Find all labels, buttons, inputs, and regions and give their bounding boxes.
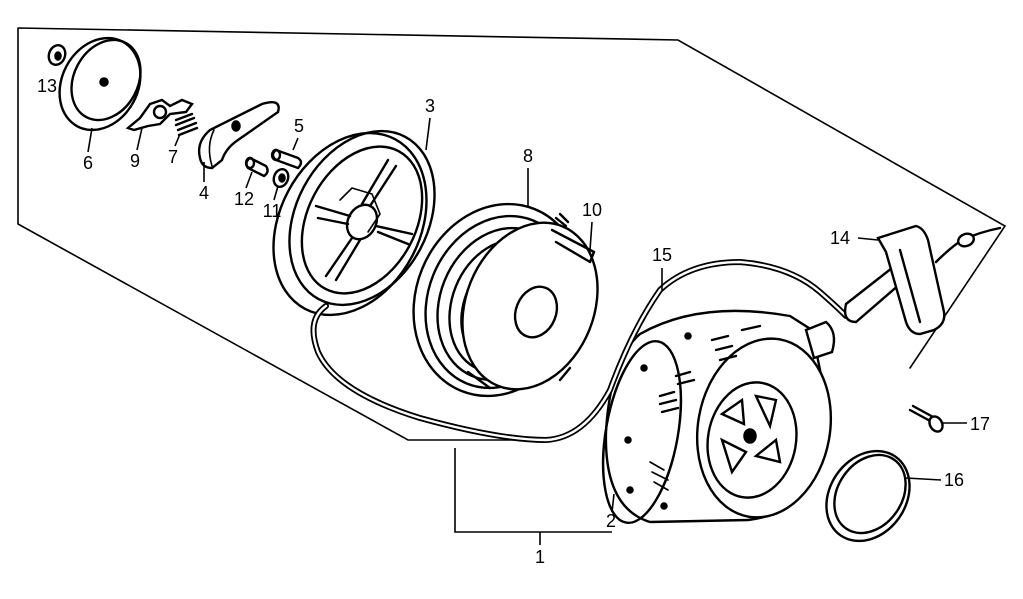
part-2-starter-case (601, 309, 836, 525)
callout-15: 15 (652, 245, 672, 265)
callout-13: 13 (37, 76, 57, 96)
callout-10: 10 (582, 200, 602, 220)
part-11-washer (272, 168, 290, 188)
part-14-starter-handle (843, 224, 1002, 336)
part-16-ring (825, 449, 911, 543)
assembly-boundary-line (17, 27, 1007, 441)
part-15-starter-rope (310, 258, 849, 444)
part-12-pin (244, 156, 269, 178)
part-4-friction-plate (197, 101, 280, 170)
callout-14: 14 (830, 228, 850, 248)
callout-2: 2 (606, 511, 616, 531)
part-10-spring-case (461, 212, 599, 391)
part-7-pawl-spring (174, 112, 199, 137)
part-5-pin (270, 148, 303, 170)
callout-7: 7 (168, 147, 178, 167)
callout-17: 17 (970, 414, 990, 434)
leader-lines (87, 117, 967, 545)
part-17-bolt (908, 404, 944, 433)
callout-6: 6 (83, 153, 93, 173)
callout-12: 12 (234, 189, 254, 209)
callout-9: 9 (130, 151, 140, 171)
callout-1: 1 (535, 547, 545, 567)
callout-3: 3 (425, 96, 435, 116)
part-13-nut (47, 44, 67, 66)
part-6-cover-plate (58, 36, 142, 132)
callout-4: 4 (199, 183, 209, 203)
callout-5: 5 (294, 116, 304, 136)
callout-8: 8 (523, 146, 533, 166)
part-9-ratchet-pawl (125, 98, 194, 132)
callout-11: 11 (263, 201, 282, 221)
part-3-rope-reel (272, 129, 436, 317)
callout-16: 16 (944, 470, 964, 490)
